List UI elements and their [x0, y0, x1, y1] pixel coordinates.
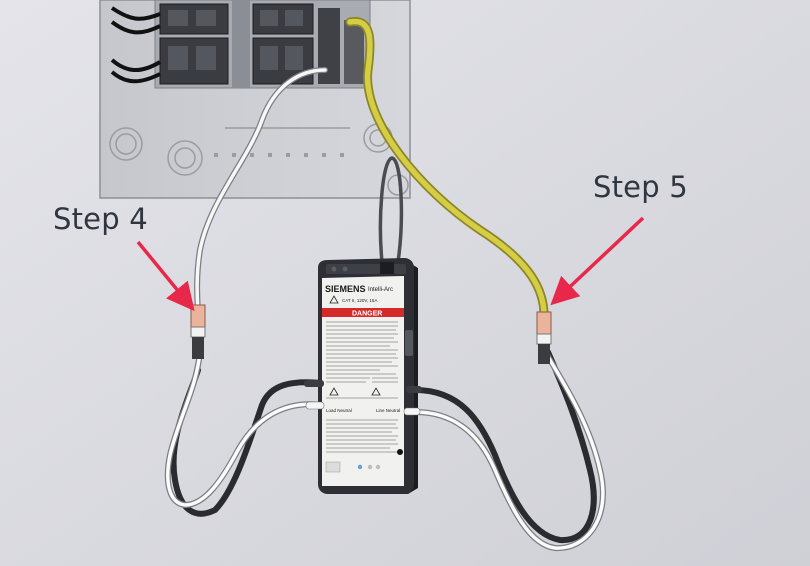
breaker-left-top: [159, 3, 229, 35]
right-connector: [536, 311, 552, 364]
callout-arrow-left: [136, 240, 195, 312]
breaker-right-bottom: [252, 37, 314, 85]
breaker-right-top: [252, 3, 314, 35]
callout-arrow-right: [550, 216, 645, 306]
left-connector: [190, 304, 206, 359]
step-4-label: Step 4: [53, 202, 148, 236]
black-lead-right: [412, 349, 597, 544]
electrical-panel: [99, 0, 411, 199]
fine-print: [326, 321, 398, 453]
danger-band: [322, 308, 404, 317]
hanging-loop: [378, 156, 404, 263]
load-neutral-label: Load Neutral: [326, 408, 352, 413]
tester-device: SIEMENS Intelli-Arc CAT II, 120V, 15A DA…: [304, 258, 422, 494]
line-neutral-label: Line Neutral: [376, 408, 400, 413]
step-5-label: Step 5: [593, 170, 688, 204]
brand-label: SIEMENS: [325, 284, 366, 294]
warning-triangle-icon: [329, 295, 339, 304]
danger-label: DANGER: [352, 311, 382, 318]
rating-label: CAT II, 120V, 15A: [342, 298, 377, 303]
breaker-left-bottom: [159, 37, 229, 85]
model-label: Intelli-Arc: [368, 287, 393, 293]
